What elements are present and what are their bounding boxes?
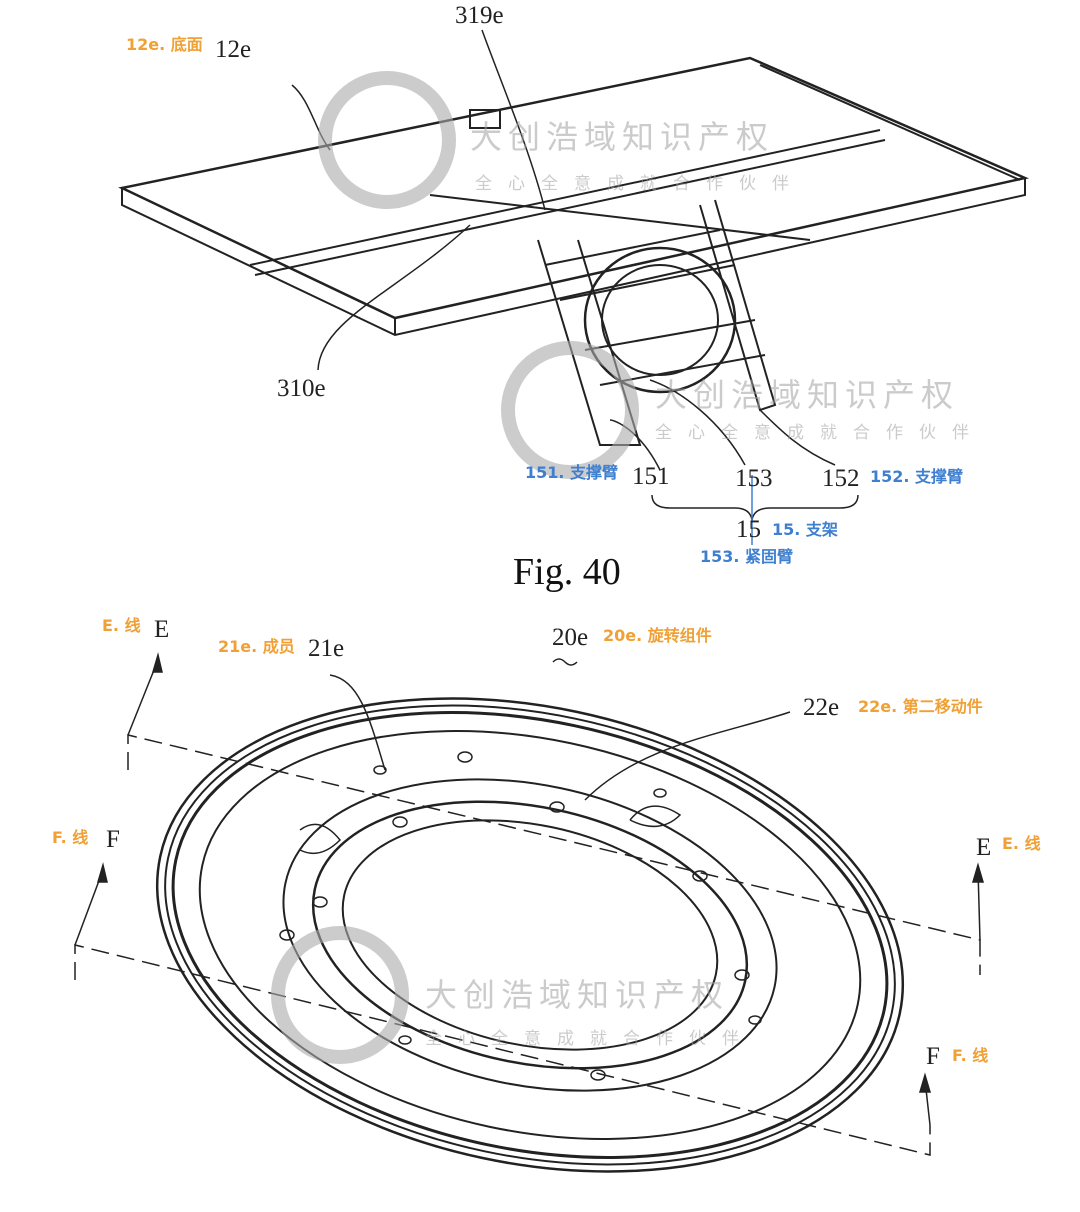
- section-arrows: [74, 652, 985, 1126]
- watermark-title: 大创浩域知识产权: [470, 118, 775, 156]
- mounting-holes: [279, 751, 762, 1081]
- ref-151: 151: [632, 463, 670, 490]
- annotation-e-line: E. 线: [1002, 834, 1041, 853]
- watermark-title: 大创浩域知识产权: [655, 376, 960, 414]
- watermark-slogan: 全心全意成就合作伙伴: [655, 423, 985, 443]
- annotation-153: 153. 紧固臂: [700, 547, 794, 566]
- ref-319e: 319e: [455, 2, 504, 29]
- ref-310e: 310e: [277, 375, 326, 402]
- ref-e: E: [154, 616, 170, 643]
- figure-caption: Fig. 40: [513, 551, 621, 593]
- watermark-slogan: 全心全意成就合作伙伴: [475, 174, 805, 194]
- ref-153: 153: [735, 465, 773, 492]
- ref-12e: 12e: [215, 36, 252, 63]
- leader-lines: [291, 29, 859, 521]
- annotation-e-line: E. 线: [102, 616, 141, 635]
- ref-f: F: [926, 1043, 940, 1070]
- ref-e: E: [976, 834, 992, 861]
- section-lines: [74, 734, 981, 1156]
- annotation-21e: 21e. 成员: [218, 637, 295, 656]
- rotating-ring: [155, 697, 905, 1173]
- watermark-title: 大创浩域知识产权: [425, 976, 730, 1014]
- annotation-12e: 12e. 底面: [126, 35, 203, 54]
- watermark-slogan: 全心全意成就合作伙伴: [425, 1029, 755, 1049]
- annotation-f-line: F. 线: [952, 1046, 989, 1065]
- annotation-151: 151. 支撑臂: [525, 463, 619, 482]
- watermark-logo: [271, 71, 639, 1064]
- annotation-152: 152. 支撑臂: [870, 467, 964, 486]
- ref-21e: 21e: [308, 635, 345, 662]
- ref-152: 152: [822, 465, 860, 492]
- annotation-f-line: F. 线: [52, 828, 89, 847]
- ref-20e: 20e: [552, 624, 589, 651]
- ref-f: F: [106, 826, 120, 853]
- annotation-20e: 20e. 旋转组件: [603, 626, 712, 645]
- ref-22e: 22e: [803, 694, 840, 721]
- table-panel: [118, 56, 1030, 337]
- ref-15: 15: [736, 516, 761, 543]
- annotation-22e: 22e. 第二移动件: [858, 697, 983, 716]
- annotation-15: 15. 支架: [772, 520, 838, 539]
